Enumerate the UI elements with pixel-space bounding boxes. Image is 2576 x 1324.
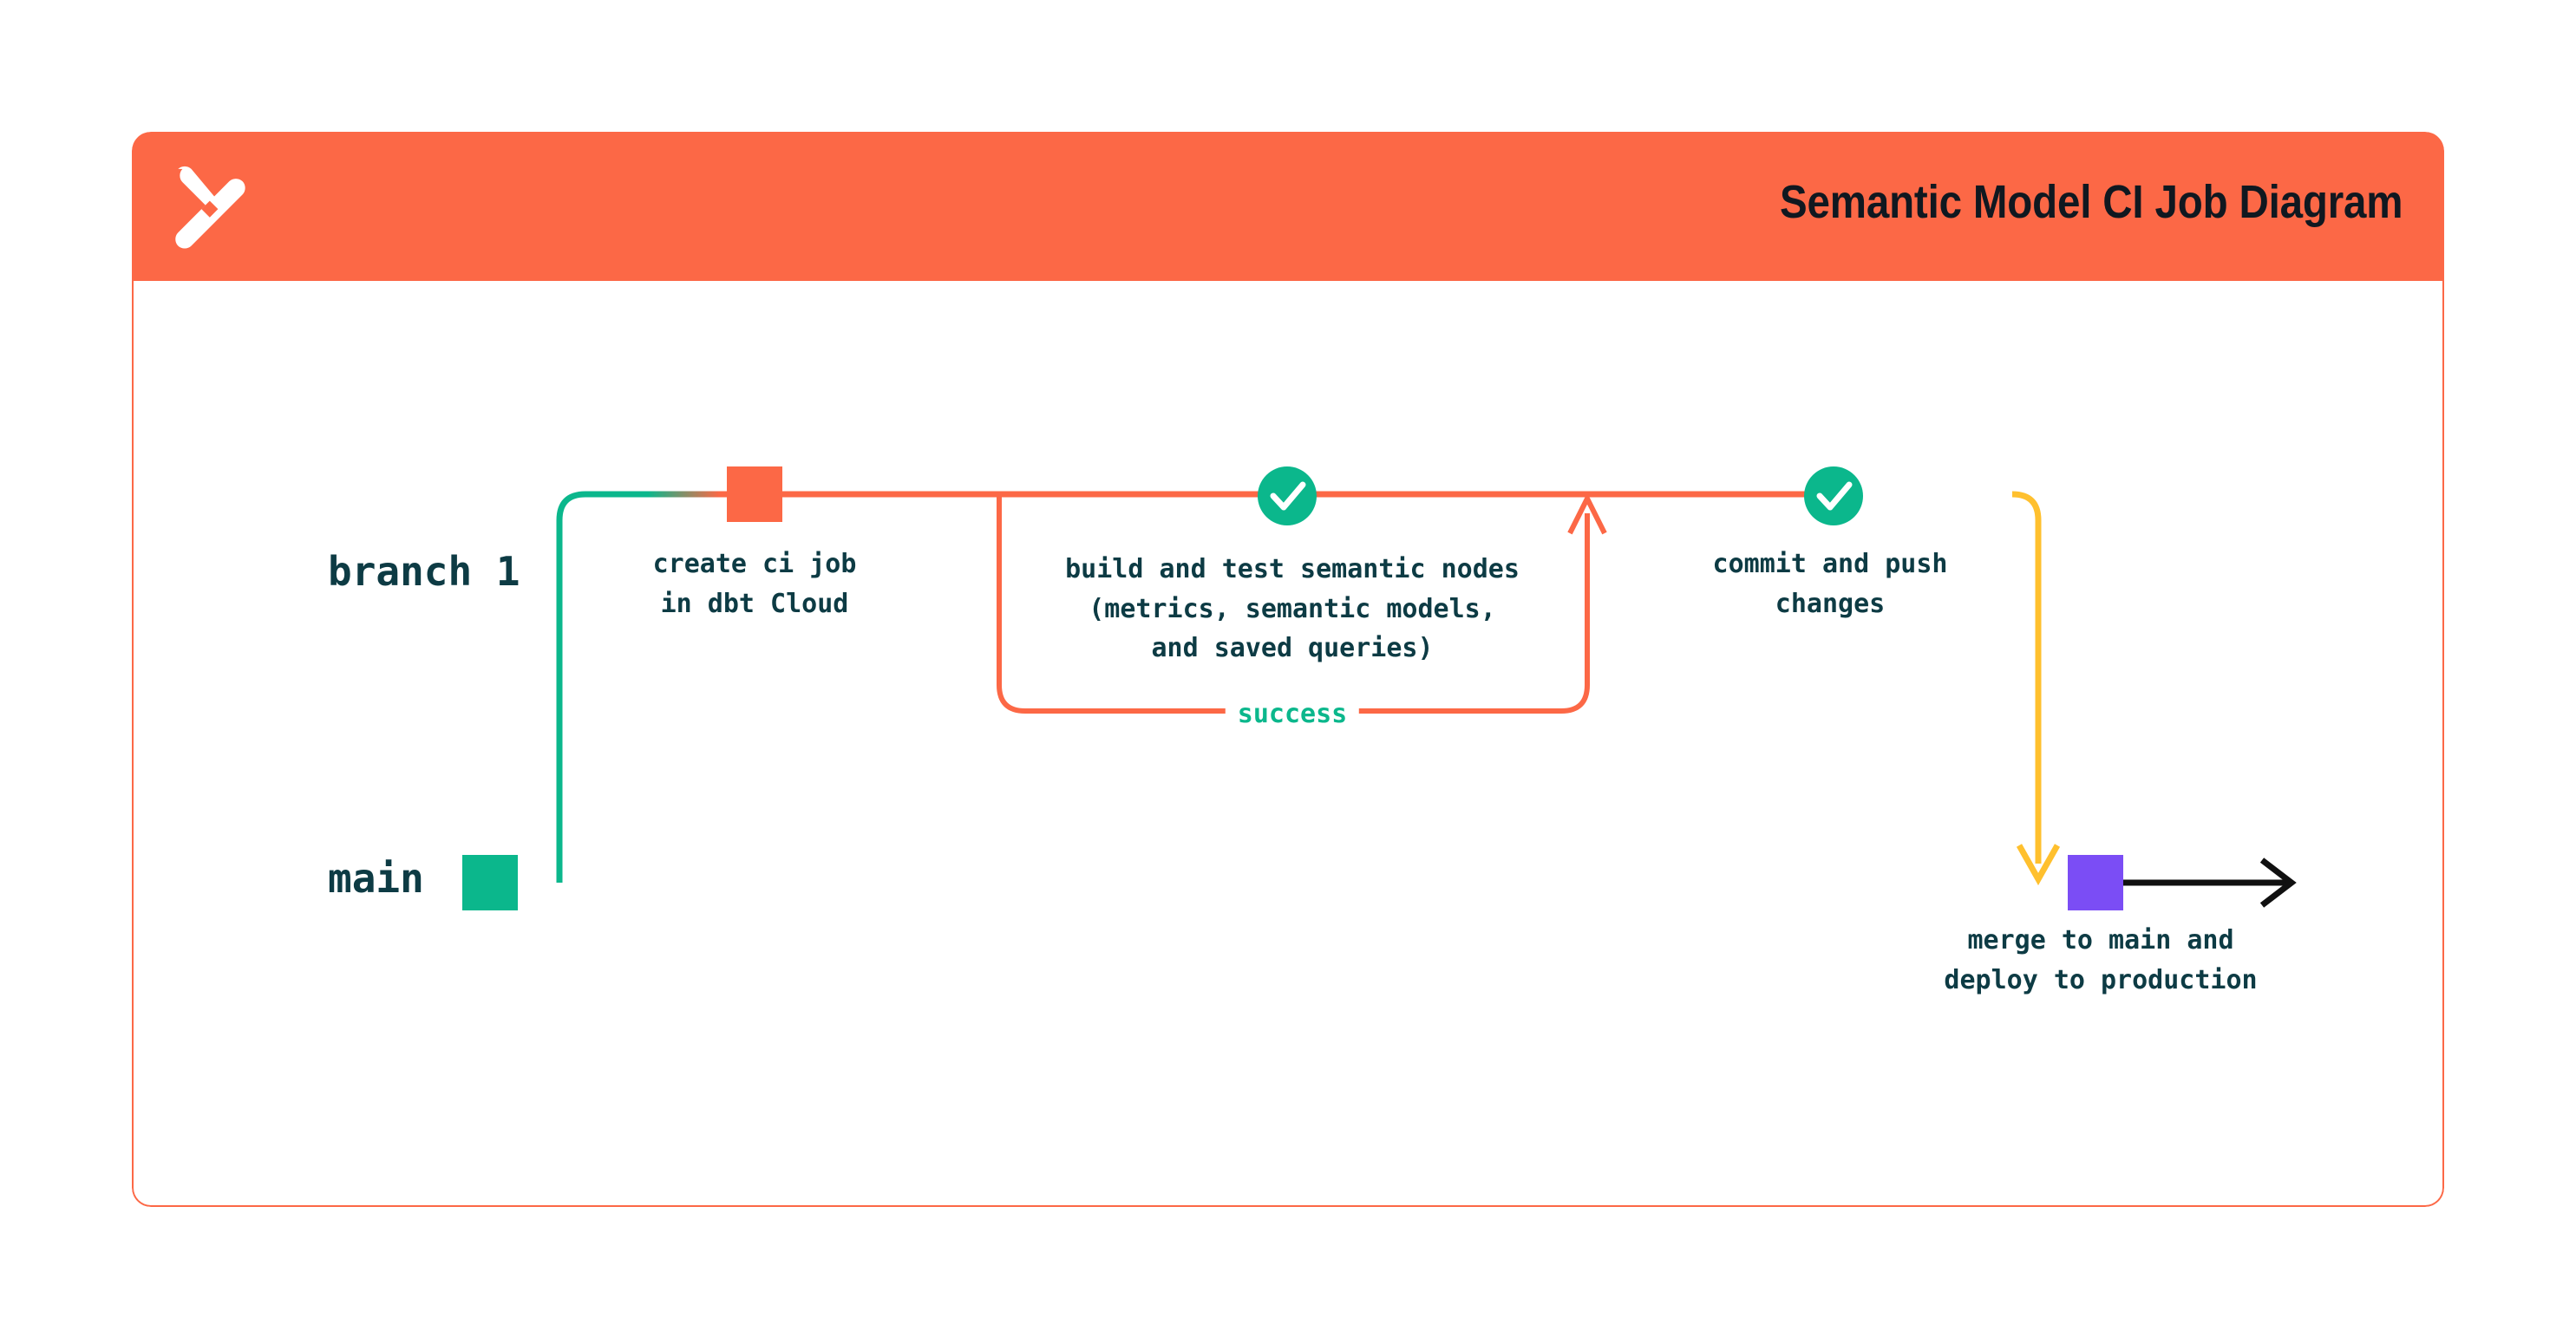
diagram-card: Semantic Model CI Job Diagram — [132, 132, 2444, 1207]
node-caption-commit-and-push: commit and push changes — [1712, 549, 1948, 619]
dbt-logo-icon — [167, 158, 258, 255]
card-header: Semantic Model CI Job Diagram — [132, 132, 2444, 281]
card-body — [132, 281, 2444, 1207]
edge-label-success: success — [1225, 699, 1360, 729]
page-title: Semantic Model CI Job Diagram — [1779, 176, 2403, 228]
lane-label-branch-1: branch 1 — [328, 548, 520, 595]
lane-label-main: main — [328, 855, 424, 902]
node-caption-build-and-test: build and test semantic nodes (metrics, … — [1065, 554, 1520, 664]
node-caption-create-ci-job: create ci job in dbt Cloud — [652, 549, 857, 619]
node-caption-merge-to-main: merge to main and deploy to production — [1944, 925, 2258, 995]
